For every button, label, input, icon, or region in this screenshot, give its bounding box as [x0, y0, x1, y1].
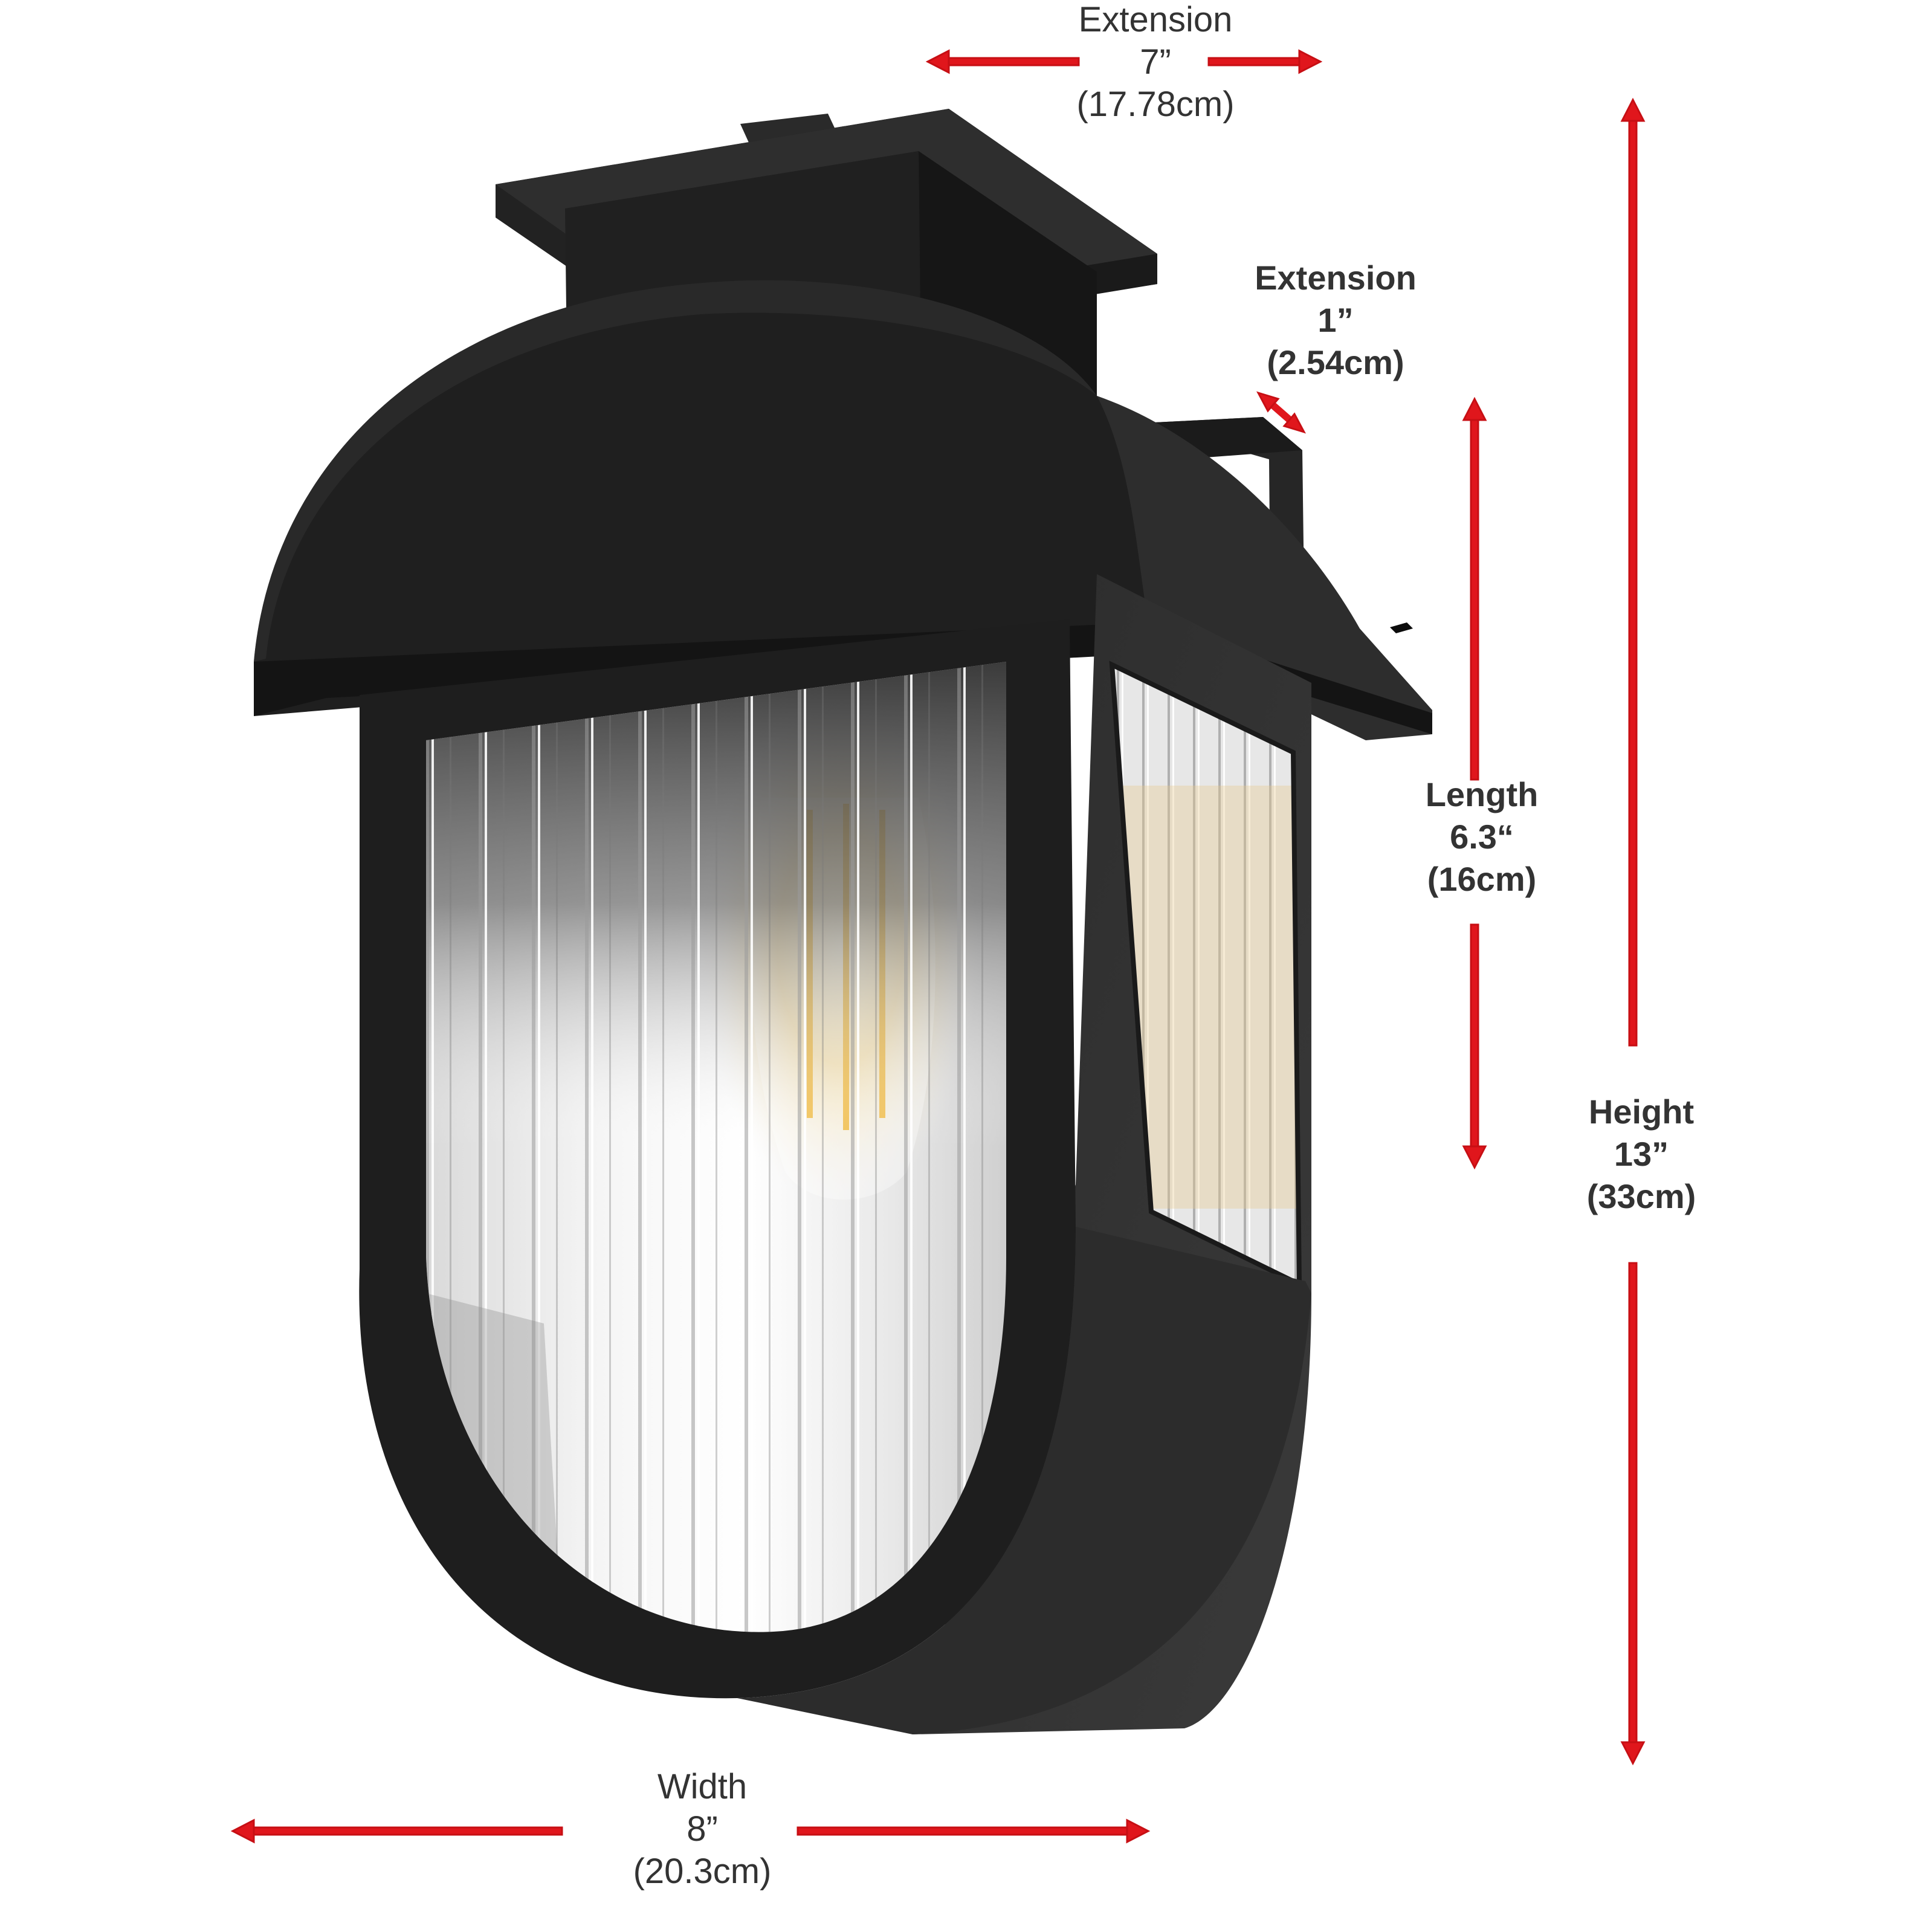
length-inches: 6.3“: [1450, 818, 1514, 856]
extension-top-arrow: [925, 49, 1323, 74]
height-title: Height: [1588, 1093, 1695, 1131]
extension-side-arrow: [1256, 391, 1307, 434]
extension-top-label: Extension 7” (17.78cm): [1076, 0, 1234, 126]
height-cm: (33cm): [1586, 1177, 1696, 1215]
extension-side-title: Extension: [1255, 259, 1417, 297]
length-title: Length: [1425, 775, 1539, 813]
height-label: Height 13” (33cm): [1587, 1091, 1696, 1218]
length-cm: (16cm): [1427, 860, 1537, 898]
hood-screw: [1390, 622, 1413, 633]
extension-top-inches: 7”: [1140, 42, 1171, 82]
extension-side-label: Extension 1” (2.54cm): [1255, 257, 1417, 384]
front-glass: [426, 662, 1006, 1632]
width-title: Width: [657, 1767, 748, 1806]
extension-side-cm: (2.54cm): [1267, 343, 1404, 381]
width-label: Width 8” (20.3cm): [633, 1766, 772, 1893]
width-inches: 8”: [687, 1809, 718, 1849]
height-inches: 13”: [1614, 1135, 1669, 1173]
extension-top-title: Extension: [1078, 0, 1233, 39]
length-label: Length 6.3“ (16cm): [1426, 774, 1539, 900]
extension-side-inches: 1”: [1317, 301, 1354, 339]
width-arrow: [230, 1818, 1151, 1844]
height-arrow: [1620, 97, 1646, 1766]
extension-top-cm: (17.78cm): [1076, 85, 1235, 124]
length-arrow: [1462, 396, 1487, 1170]
width-cm: (20.3cm): [633, 1852, 772, 1891]
